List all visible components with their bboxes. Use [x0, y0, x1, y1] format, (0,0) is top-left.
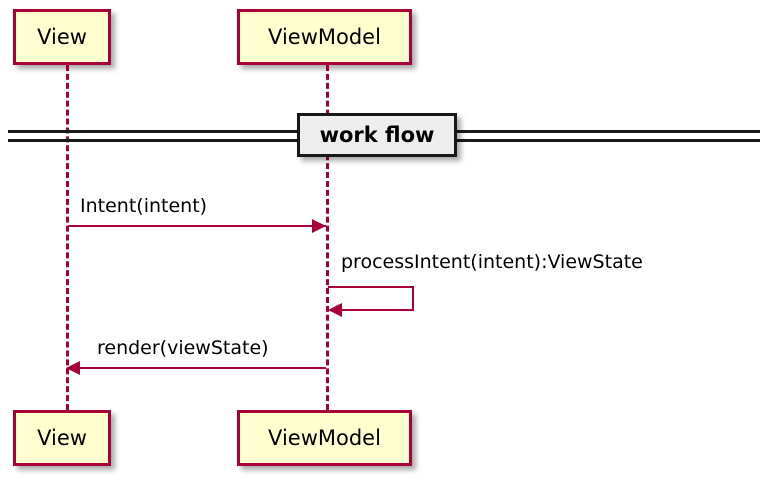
self-message-line-top-process-intent: [328, 286, 414, 288]
participant-box-view-top[interactable]: View: [13, 9, 111, 65]
message-label-render: render(viewState): [97, 337, 269, 359]
self-message-line-bottom-process-intent: [342, 309, 414, 311]
arrow-head-left-icon-process-intent: [328, 303, 342, 317]
message-label-process-intent: processIntent(intent):ViewState: [341, 251, 643, 273]
participant-label-view-bottom: View: [37, 425, 87, 450]
lifeline-viewmodel: [326, 65, 329, 410]
participant-box-view-bottom[interactable]: View: [13, 410, 111, 466]
participant-box-viewmodel-bottom[interactable]: ViewModel: [237, 410, 412, 466]
message-line-render: [80, 367, 326, 369]
participant-box-viewmodel-top[interactable]: ViewModel: [237, 9, 412, 65]
divider-label-box-work-flow[interactable]: work flow: [297, 113, 457, 157]
message-label-intent: Intent(intent): [80, 195, 208, 217]
participant-label-view-top: View: [37, 24, 87, 49]
participant-label-viewmodel-bottom: ViewModel: [268, 425, 381, 450]
message-line-intent: [68, 225, 326, 227]
participant-label-viewmodel-top: ViewModel: [268, 24, 381, 49]
self-message-line-right-process-intent: [412, 286, 414, 310]
divider-label-text: work flow: [319, 123, 435, 147]
lifeline-view: [66, 65, 69, 410]
arrow-head-right-icon-intent: [312, 219, 326, 233]
arrow-head-left-icon-render: [66, 361, 80, 375]
